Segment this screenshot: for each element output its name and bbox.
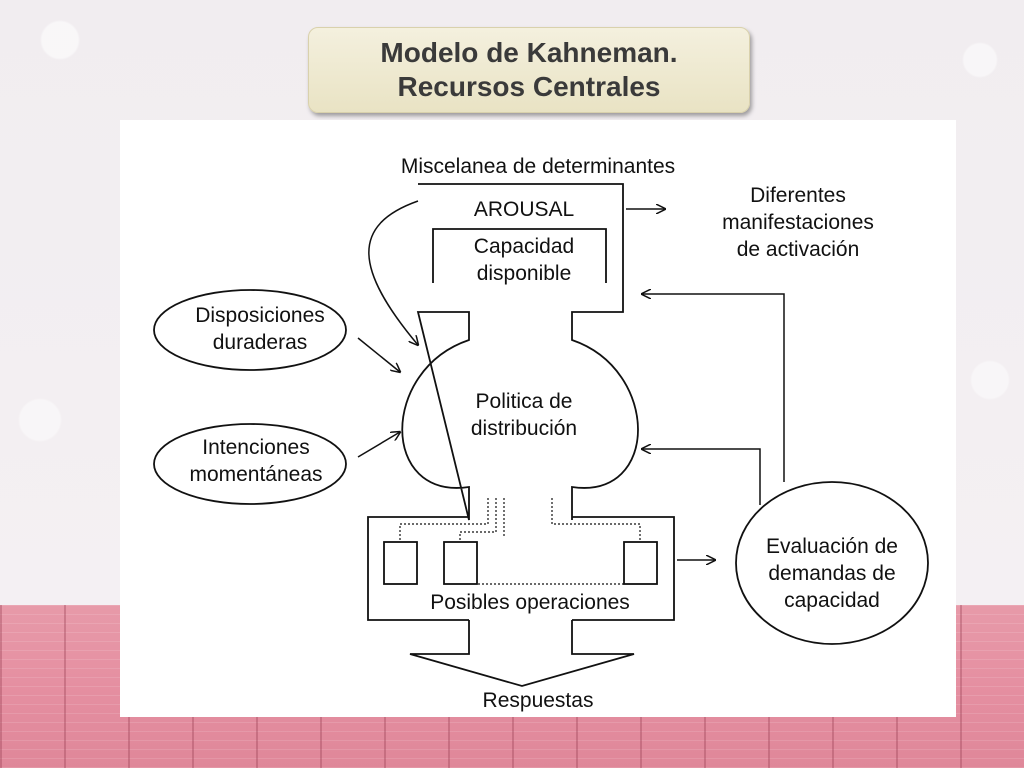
operation-slot-3	[623, 541, 658, 585]
slide-title: Modelo de Kahneman. Recursos Centrales	[308, 27, 750, 113]
capacidad-label-2: disponible	[477, 262, 572, 285]
arousal-label: AROUSAL	[474, 198, 574, 221]
title-line-2: Recursos Centrales	[397, 71, 661, 102]
disposiciones-label-2: duraderas	[213, 331, 308, 354]
respuestas-output-arrow	[409, 620, 635, 687]
distribution-channels	[399, 498, 641, 585]
title-line-1: Modelo de Kahneman.	[380, 37, 678, 68]
operation-slot-1	[383, 541, 418, 585]
politica-label-2: distribución	[471, 417, 577, 440]
manifest-label-2: manifestaciones	[722, 211, 874, 234]
central-body-outline	[401, 183, 639, 521]
operation-slot-2	[443, 541, 478, 585]
disposiciones-ellipse	[153, 289, 347, 371]
evaluacion-label-1: Evaluación de	[766, 535, 898, 558]
diagram-panel	[120, 120, 956, 717]
evaluacion-ellipse	[735, 481, 929, 645]
disposiciones-label-1: Disposiciones	[195, 304, 325, 327]
miscelanea-label: Miscelanea de determinantes	[401, 155, 675, 178]
arrow-intenciones-to-politica	[357, 432, 400, 458]
arrow-disposiciones-to-politica	[357, 337, 400, 372]
operaciones-label: Posibles operaciones	[430, 591, 630, 614]
operaciones-box	[367, 516, 675, 621]
capacidad-bracket	[432, 228, 607, 283]
manifest-label-3: de activación	[737, 238, 860, 261]
capacidad-label-1: Capacidad	[474, 235, 574, 258]
evaluacion-label-3: capacidad	[784, 589, 880, 612]
intenciones-label-2: momentáneas	[189, 463, 322, 486]
intenciones-label-1: Intenciones	[202, 436, 309, 459]
feedback-arrow-to-politica	[642, 449, 761, 505]
politica-label-1: Politica de	[476, 390, 573, 413]
feedback-arrow-to-capacidad	[642, 294, 785, 482]
arrow-arousal-to-politica	[368, 200, 418, 345]
manifest-label-1: Diferentes	[750, 184, 846, 207]
intenciones-ellipse	[153, 423, 347, 505]
respuestas-label: Respuestas	[483, 689, 594, 712]
evaluacion-label-2: demandas de	[768, 562, 895, 585]
